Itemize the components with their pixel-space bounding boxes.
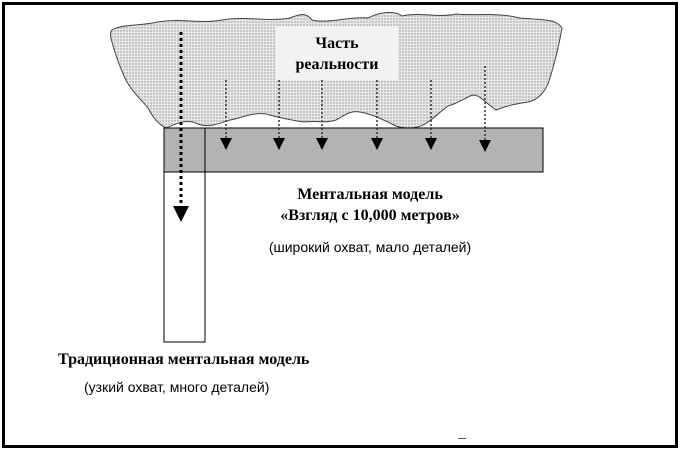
- reality-label-line2: реальности: [295, 56, 379, 73]
- wide-model-bar: [163, 127, 544, 173]
- shallow-arrow-head-5: [425, 138, 437, 150]
- column-bar-overlap: [163, 127, 206, 173]
- shallow-arrow-head-4: [371, 138, 383, 150]
- shallow-arrow-head-3: [316, 138, 328, 150]
- wide-model-quote: «Взгляд с 10,000 метров»: [280, 207, 460, 224]
- reality-label-box: [276, 26, 398, 80]
- wide-model-title: Ментальная модель: [297, 186, 443, 203]
- stray-mark: [458, 438, 466, 439]
- reality-label-line1: Часть: [315, 35, 359, 52]
- shallow-arrow-head-1: [220, 138, 232, 150]
- shallow-arrow-head-2: [273, 138, 285, 150]
- wide-model-caption: (широкий охват, мало деталей): [268, 239, 472, 255]
- deep-arrow-head: [173, 206, 189, 222]
- traditional-model-title: Традиционная ментальная модель: [58, 351, 310, 368]
- shallow-arrow-head-6: [479, 140, 491, 152]
- traditional-model-caption: (узкий охват, много деталей): [84, 379, 270, 395]
- shallow-arrows: [220, 66, 491, 152]
